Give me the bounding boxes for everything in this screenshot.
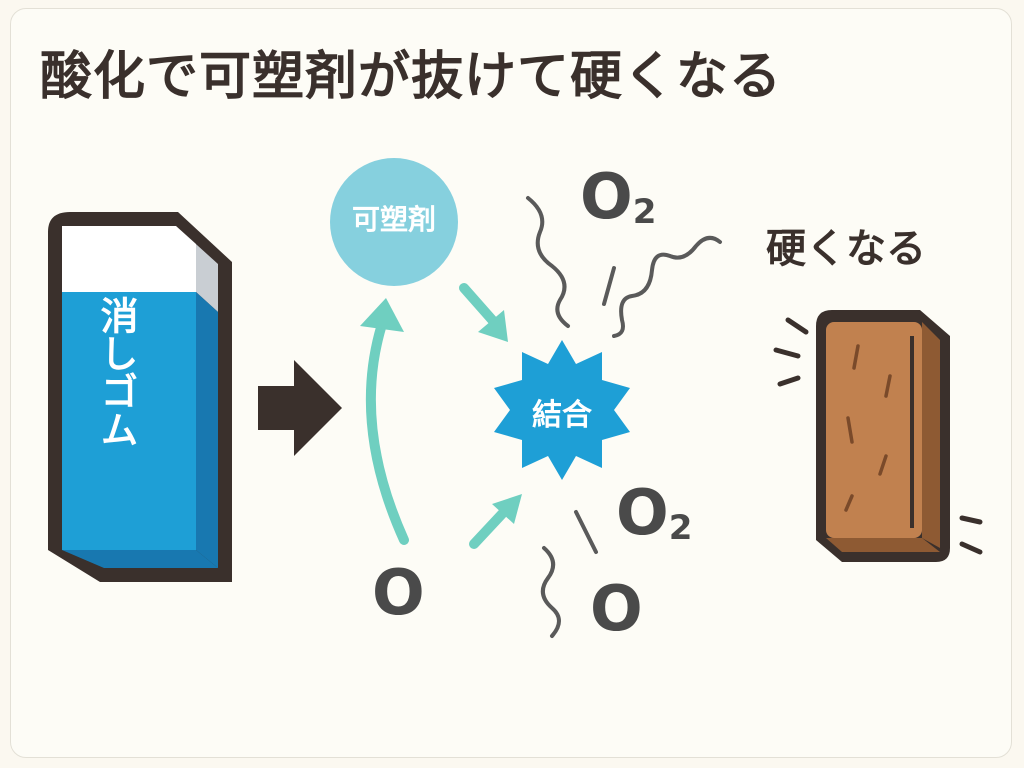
oxygen-atom-bottom: O xyxy=(590,572,643,645)
impact-lines xyxy=(773,317,983,555)
transition-arrow xyxy=(258,360,342,456)
arrow-from-oxygen xyxy=(469,494,522,549)
eraser-illustration xyxy=(48,212,232,582)
oxygen-molecule-middle: O2 xyxy=(616,476,693,549)
oxygen-molecule-top: O2 xyxy=(580,160,657,233)
diagram-title: 酸化で可塑剤が抜けて硬くなる xyxy=(40,47,783,107)
hardened-eraser-illustration xyxy=(816,310,950,562)
binding-starburst xyxy=(494,340,630,480)
oxygen-squiggles xyxy=(526,196,722,638)
plasticizer-circle xyxy=(330,158,458,286)
arrow-to-binding xyxy=(459,283,508,342)
hardened-label: 硬くなる xyxy=(766,226,926,272)
binding-label: 結合 xyxy=(532,398,592,433)
eraser-label: 消しゴム xyxy=(94,296,138,448)
plasticizer-label: 可塑剤 xyxy=(351,203,436,236)
oxygen-atom-left: O xyxy=(372,556,425,629)
curved-arrow-up xyxy=(360,298,409,545)
